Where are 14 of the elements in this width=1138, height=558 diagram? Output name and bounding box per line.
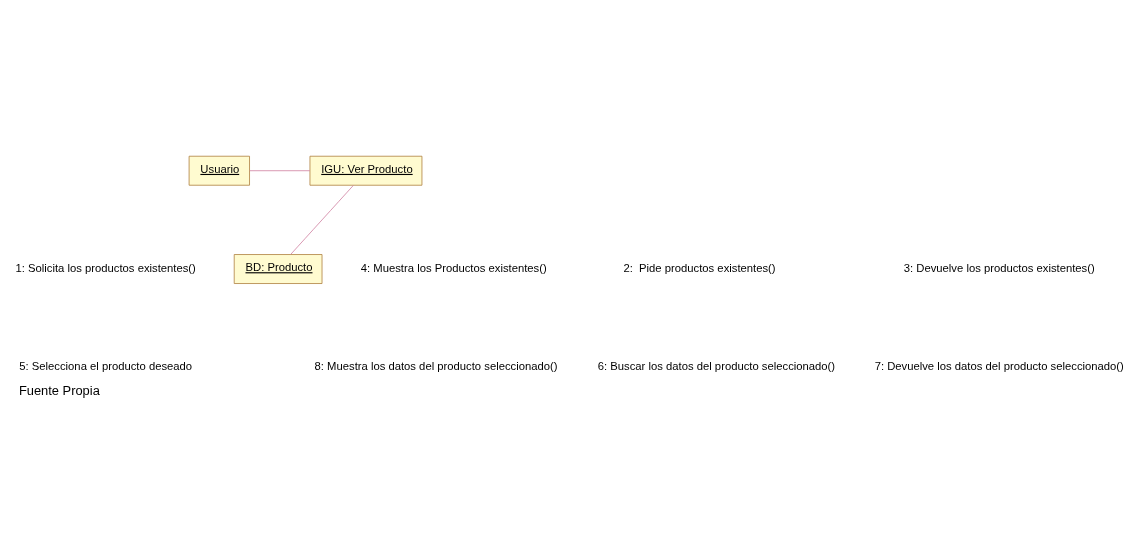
label: 6: Buscar los datos del producto seleccionado() (597, 359, 836, 372)
label: 3: Devuelve los productos existentes() (903, 261, 1095, 274)
label: 1: Solicita los productos existentes() (15, 261, 196, 274)
label: 4: Muestra los Productos existentes() (360, 261, 547, 274)
connector (249, 169, 311, 171)
label: 2: Pide productos existentes() (623, 261, 776, 274)
node-box: Usuario (188, 155, 250, 186)
label: 5: Selecciona el producto deseado (19, 359, 193, 372)
caption: Fuente Propia (18, 382, 100, 398)
connector (290, 184, 354, 255)
label: 8: Muestra los datos del producto seleccionado() (314, 359, 558, 372)
label: 7: Devuelve los datos del producto seleccionado() (874, 359, 1124, 372)
node-box: IGU: Ver Producto (309, 155, 423, 186)
node-box: BD: Producto (233, 253, 323, 284)
